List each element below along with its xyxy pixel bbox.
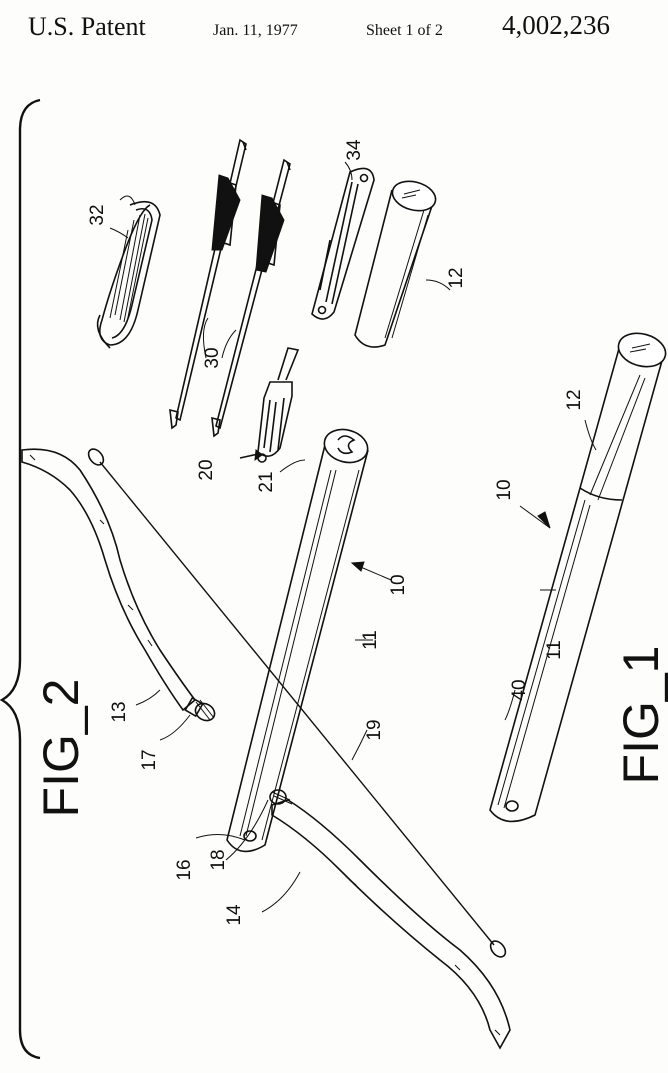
bow-limb-14	[269, 789, 511, 1050]
arrow-30-b	[211, 158, 291, 438]
header-title: U.S. Patent	[28, 12, 146, 41]
fig2-brace	[0, 98, 41, 1060]
label-11-fig1: 11	[544, 640, 565, 660]
label-11-fig2: 11	[360, 630, 381, 650]
label-12-top: 12	[446, 267, 467, 288]
label-40: 40	[509, 679, 530, 700]
knife-34	[311, 167, 375, 320]
label-10-fig2: 10	[388, 574, 409, 595]
tube-11-fig2	[226, 428, 369, 853]
bowstring-19	[87, 448, 507, 958]
leader-lines	[109, 161, 597, 913]
label-12-fig1: 12	[564, 389, 585, 410]
label-21: 21	[256, 471, 277, 492]
label-34: 34	[344, 139, 365, 161]
patent-header: U.S. Patent Jan. 11, 1977 Sheet 1 of 2 4…	[0, 10, 668, 50]
label-10-fig1: 10	[494, 479, 515, 500]
fitting-20	[239, 347, 300, 463]
line-coil-32	[96, 195, 161, 349]
reference-numerals: 32 34 30 12 20 21 10 12 10 11 11 40 13 1…	[87, 139, 585, 926]
header-patent-number: 4,002,236	[502, 10, 610, 40]
header-date: Jan. 11, 1977	[213, 22, 298, 39]
bow-limb-13	[21, 448, 216, 722]
label-16: 16	[174, 859, 195, 880]
fig1-caption: FIG_1	[613, 646, 668, 785]
header-sheet: Sheet 1 of 2	[366, 22, 443, 39]
label-13: 13	[109, 701, 130, 722]
label-20: 20	[196, 459, 217, 480]
label-14: 14	[224, 904, 245, 926]
label-30: 30	[202, 347, 223, 368]
label-18: 18	[208, 849, 229, 870]
label-32: 32	[87, 204, 108, 225]
end-cap-12-fig2	[354, 180, 437, 348]
fig2-caption: FIG_2	[33, 679, 89, 818]
label-19: 19	[364, 719, 385, 740]
label-17: 17	[139, 749, 160, 770]
assembled-kit-fig1	[489, 332, 667, 823]
arrow-30-a	[169, 138, 247, 430]
